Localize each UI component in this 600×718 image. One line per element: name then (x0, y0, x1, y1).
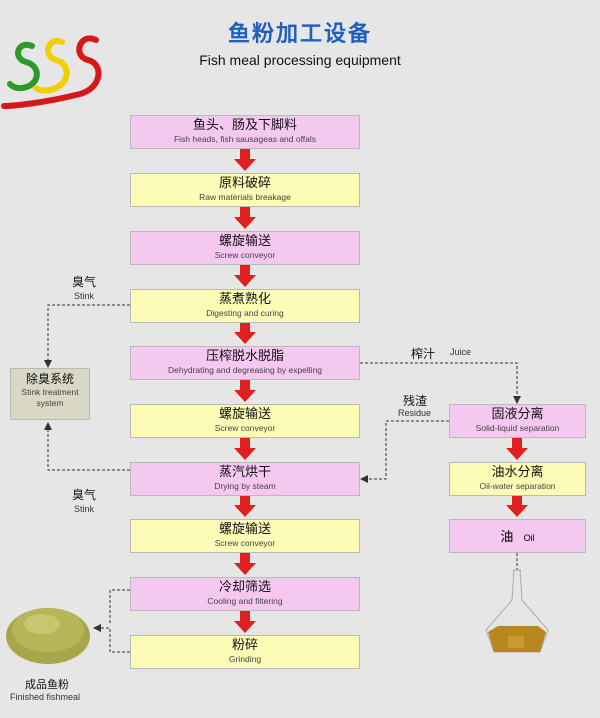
stink-top-label: 臭气 (72, 275, 97, 289)
main-flow-arrows (234, 149, 528, 633)
stink-top-label-en: Stink (74, 291, 95, 301)
page-subtitle: Fish meal processing equipment (199, 52, 401, 68)
stink-connector-top (44, 304, 130, 368)
deodorizer-box: 除臭系统 Stink treatment system (10, 368, 90, 420)
product-connector-b (93, 624, 130, 653)
page-title: 鱼粉加工设备 (227, 22, 372, 47)
juice-connector (360, 362, 521, 404)
product-connector-a (109, 589, 130, 625)
stink-bottom-label-en: Stink (74, 504, 95, 514)
product-label-en: Finished fishmeal (10, 692, 81, 702)
oil-bottle (485, 569, 549, 653)
product-label: 成品鱼粉 (25, 678, 69, 691)
residue-connector (360, 420, 449, 483)
residue-label-en: Residue (398, 408, 432, 418)
stink-connector-bottom (44, 422, 130, 471)
stink-bottom-label: 臭气 (72, 488, 97, 502)
juice-label-en: Juice (450, 347, 472, 357)
fishmeal-pile (6, 608, 90, 664)
juice-label: 榨汁 (411, 347, 436, 361)
step-oil: 油 Oil (449, 519, 586, 553)
residue-label: 残渣 (403, 394, 428, 408)
